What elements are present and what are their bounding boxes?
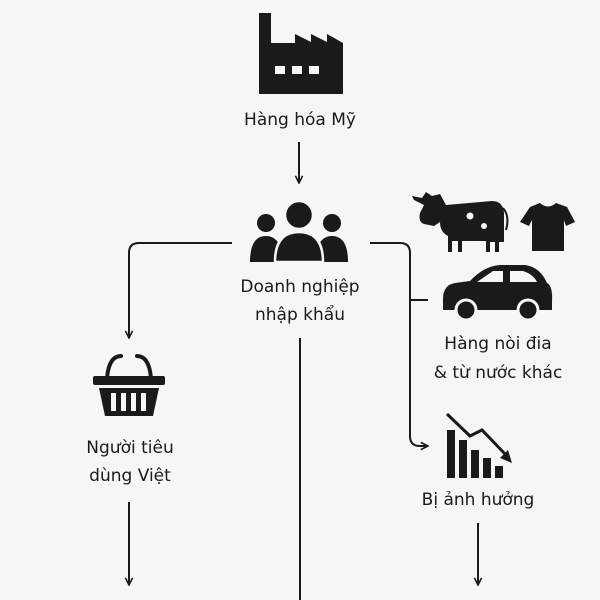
shopping-basket-icon <box>93 354 165 416</box>
consumers-label-line2: dùng Việt <box>89 466 171 486</box>
car-icon <box>443 265 553 322</box>
importers-label-line2: nhập khẩu <box>255 304 345 325</box>
affected-label: Bị ảnh hưởng <box>422 490 535 510</box>
people-group-icon <box>250 199 348 264</box>
connector-importers-right <box>370 242 428 446</box>
domestic-goods-label-line1: Hàng nòi đia <box>444 334 551 354</box>
importers-label-line1: Doanh nghiệp <box>240 277 359 297</box>
cow-icon <box>412 192 509 252</box>
arrow-importers-to-consumers <box>129 242 232 338</box>
consumers-label-line1: Người tiêu <box>86 438 173 458</box>
declining-bar-chart-icon <box>445 412 512 478</box>
us-goods-label: Hàng hóa Mỹ <box>244 110 356 130</box>
tshirt-icon <box>520 203 575 251</box>
domestic-goods-label-line2: & từ nước khác <box>434 363 563 383</box>
factory-icon <box>259 13 343 94</box>
